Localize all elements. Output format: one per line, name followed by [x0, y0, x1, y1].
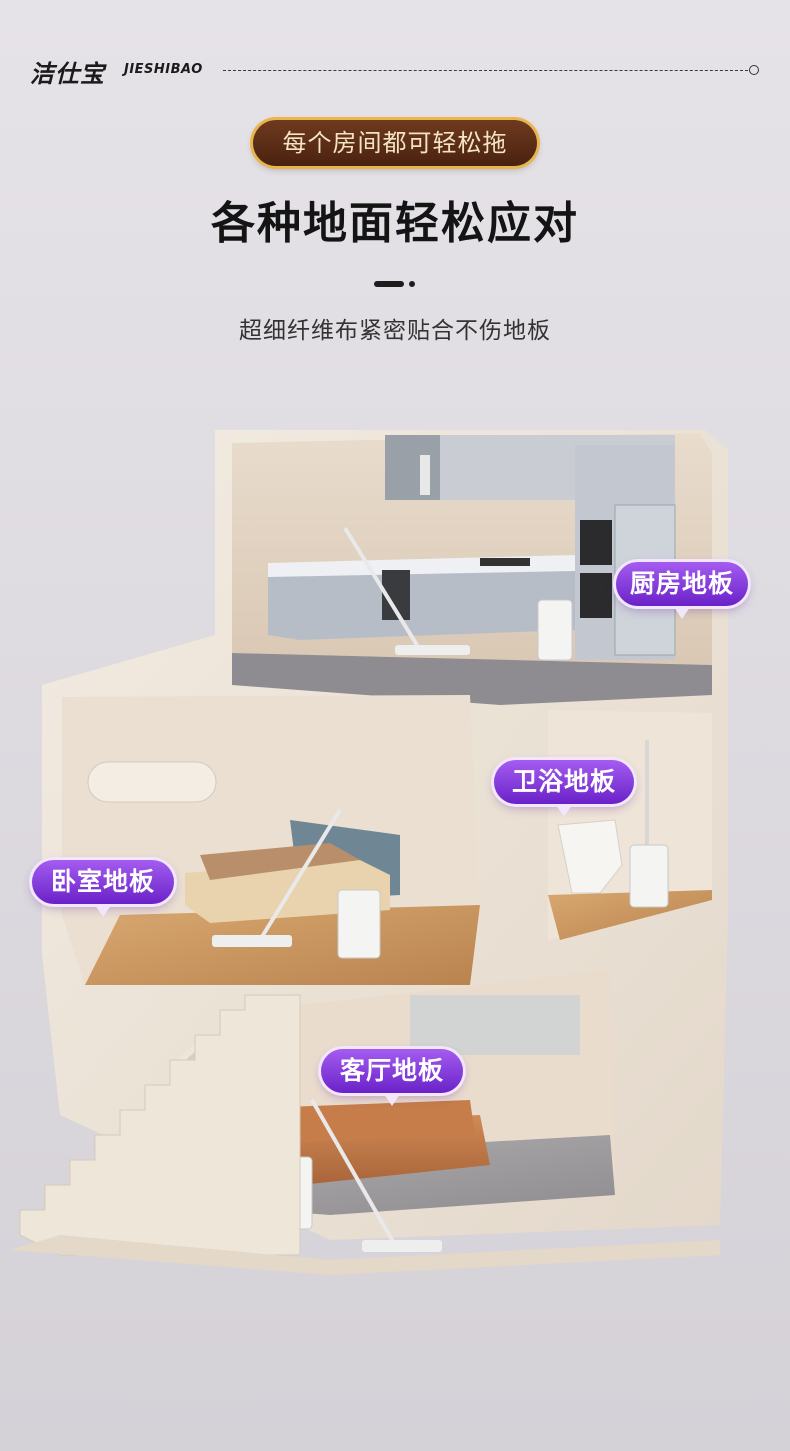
bathroom-room	[548, 710, 712, 940]
room-badge-bedroom: 卧室地板	[32, 860, 174, 917]
header-divider	[223, 70, 748, 71]
brand-header: 洁仕宝 JIESHIBAO	[30, 52, 760, 88]
room-badge-bathroom: 卫浴地板	[494, 760, 634, 817]
tagline-pill: 每个房间都可轻松拖	[253, 120, 537, 166]
title-underline-dash	[374, 281, 404, 287]
badge-pointer	[674, 607, 690, 619]
house-cutaway-illustration	[10, 430, 728, 1275]
room-badge-kitchen: 厨房地板	[616, 562, 748, 619]
title-underline-dot	[409, 281, 415, 287]
base-slab	[10, 1235, 720, 1275]
room-label: 客厅地板	[339, 1056, 444, 1085]
bedroom-room	[62, 695, 480, 985]
badge-pointer	[95, 905, 111, 917]
room-badge-living-room: 客厅地板	[321, 1049, 463, 1106]
staircase	[19, 994, 301, 1256]
room-label: 卫浴地板	[511, 767, 616, 796]
header-end-circle	[749, 65, 759, 75]
kitchen-room	[232, 433, 712, 705]
badge-pointer	[556, 805, 572, 817]
brand-logo-cn: 洁仕宝	[30, 60, 105, 88]
room-label: 卧室地板	[50, 867, 155, 896]
page-title: 各种地面轻松应对	[211, 198, 579, 249]
brand-logo-en: JIESHIBAO	[124, 62, 203, 77]
room-label: 厨房地板	[629, 569, 734, 598]
badge-pointer	[384, 1094, 400, 1106]
page-subtitle: 超细纤维布紧密贴合不伤地板	[239, 318, 551, 344]
